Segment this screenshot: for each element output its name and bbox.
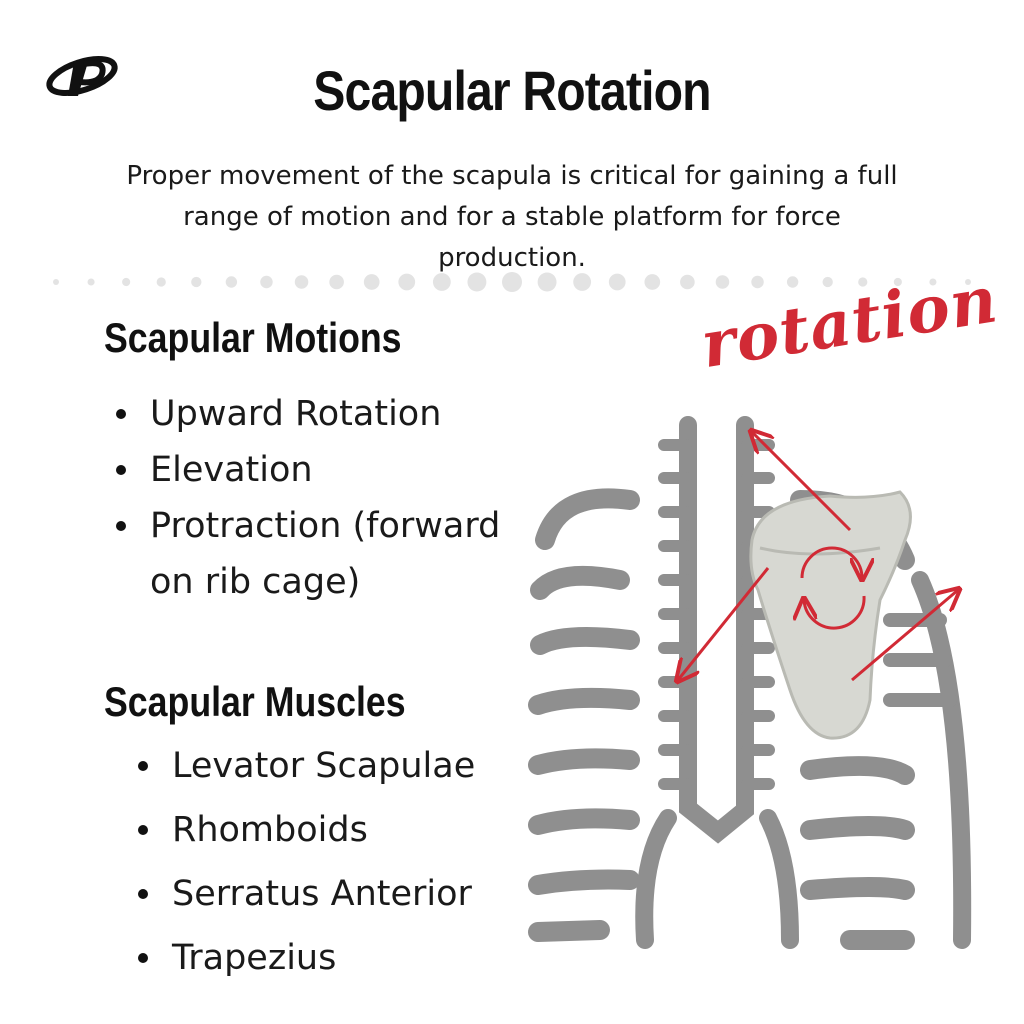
page-title: Scapular Rotation [313, 59, 711, 122]
divider-dot [467, 272, 487, 292]
divider-dot [260, 275, 273, 289]
divider-dot [893, 277, 902, 287]
divider-dot [822, 276, 833, 288]
muscles-heading: Scapular Muscles [104, 678, 406, 725]
motions-list: Upward Rotation Elevation Protraction (f… [116, 386, 510, 610]
divider-dot [537, 272, 557, 292]
divider-dot [502, 272, 522, 292]
page-subtitle: Proper movement of the scapula is critic… [126, 161, 898, 273]
motions-heading: Scapular Motions [104, 314, 402, 361]
divider-dot [751, 275, 764, 289]
divider-dot [156, 277, 166, 287]
divider-dot [929, 278, 937, 286]
list-item: Protraction (forward on rib cage) [116, 498, 510, 610]
divider-dot [53, 279, 59, 285]
rib-cage-scapula-illustration [528, 416, 972, 950]
list-item: Rhomboids [138, 798, 532, 862]
divider-dot [225, 276, 238, 288]
list-item: Levator Scapulae [138, 734, 532, 798]
divider-dot [680, 274, 695, 290]
divider-dot [715, 275, 730, 289]
divider-dot [573, 273, 592, 291]
list-item: Upward Rotation [116, 386, 510, 442]
divider-dot [432, 273, 451, 291]
divider-dot [644, 274, 661, 290]
divider-dot [191, 276, 202, 288]
divider-dot [329, 274, 344, 290]
divider-dot [122, 277, 131, 287]
divider-dot [858, 277, 868, 287]
divider-dot [786, 276, 799, 288]
divider-dot [608, 273, 626, 291]
list-item: Serratus Anterior [138, 862, 532, 926]
dotted-divider [53, 272, 971, 292]
brand-logo-icon [46, 56, 118, 96]
rib-cage [528, 416, 972, 950]
divider-dot [87, 278, 95, 286]
movement-arrows [678, 432, 958, 680]
divider-dot [294, 275, 309, 289]
divider-dot [398, 273, 416, 291]
list-item: Trapezius [138, 926, 532, 990]
list-item: Elevation [116, 442, 510, 498]
muscles-list: Levator Scapulae Rhomboids Serratus Ante… [138, 734, 532, 990]
divider-dot [965, 279, 971, 285]
divider-dot [363, 274, 380, 290]
